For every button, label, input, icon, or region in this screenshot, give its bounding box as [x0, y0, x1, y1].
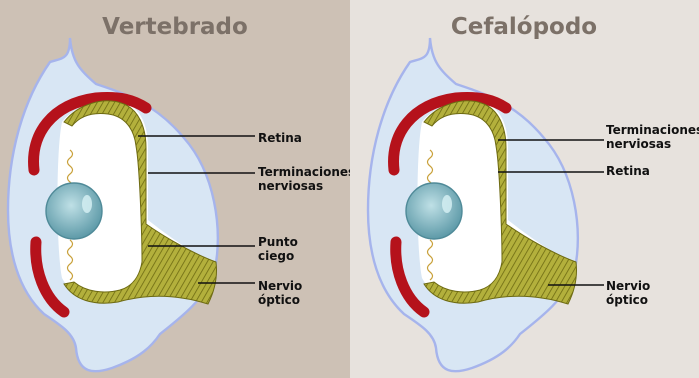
- cephalopod-title: Cefalópodo: [451, 14, 597, 40]
- vertebrate-title: Vertebrado: [102, 14, 248, 40]
- label-retina-right: Retina: [606, 164, 650, 178]
- label-retina: Retina: [258, 131, 302, 145]
